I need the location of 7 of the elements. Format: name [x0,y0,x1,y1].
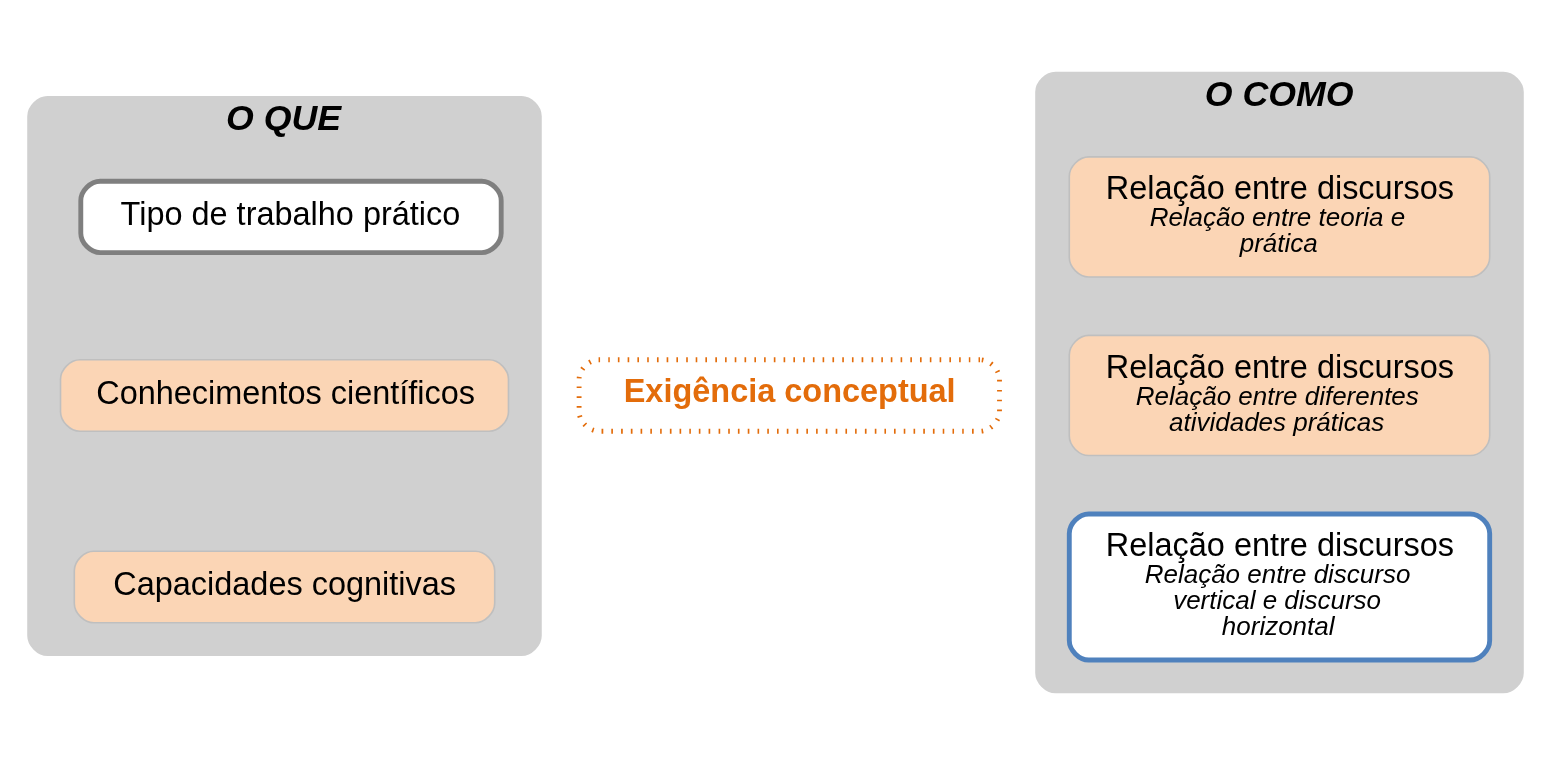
node-box: Relação entre discursos Relação entre diferentes atividades práticas [1068,334,1491,457]
node-box: Conhecimentos científicos [59,358,510,432]
node-box: Capacidades cognitivas [73,550,496,624]
node-box: Relação entre discursos Relação entre teoria e prática [1068,156,1491,278]
node-box: Tipo de trabalho prático [78,178,504,256]
node-box: Relação entre discursos Relação entre discurso vertical e discurso horizontal [1066,511,1493,663]
node-box: Exigência conceptual [576,357,1002,434]
